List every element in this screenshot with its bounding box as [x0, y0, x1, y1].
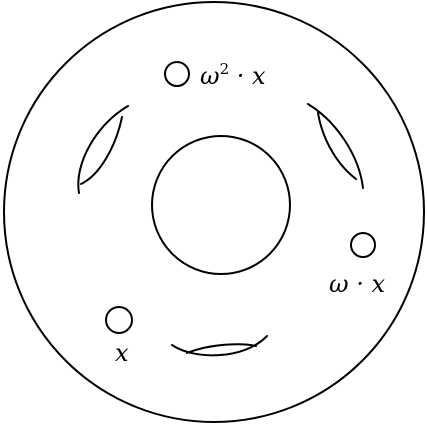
handle-right: [308, 104, 363, 188]
label-x: x: [115, 339, 129, 367]
label-omega-squared-x: ω2 · x: [200, 60, 266, 90]
handle-bottom: [172, 336, 267, 355]
label-omega-x: ω · x: [329, 270, 385, 298]
point-circle-omega-x: [351, 233, 375, 257]
point-circle-x: [106, 307, 132, 333]
point-circle-omega-squared-x: [165, 62, 189, 86]
inner-hole-circle: [152, 136, 290, 274]
handle-left: [78, 106, 128, 193]
